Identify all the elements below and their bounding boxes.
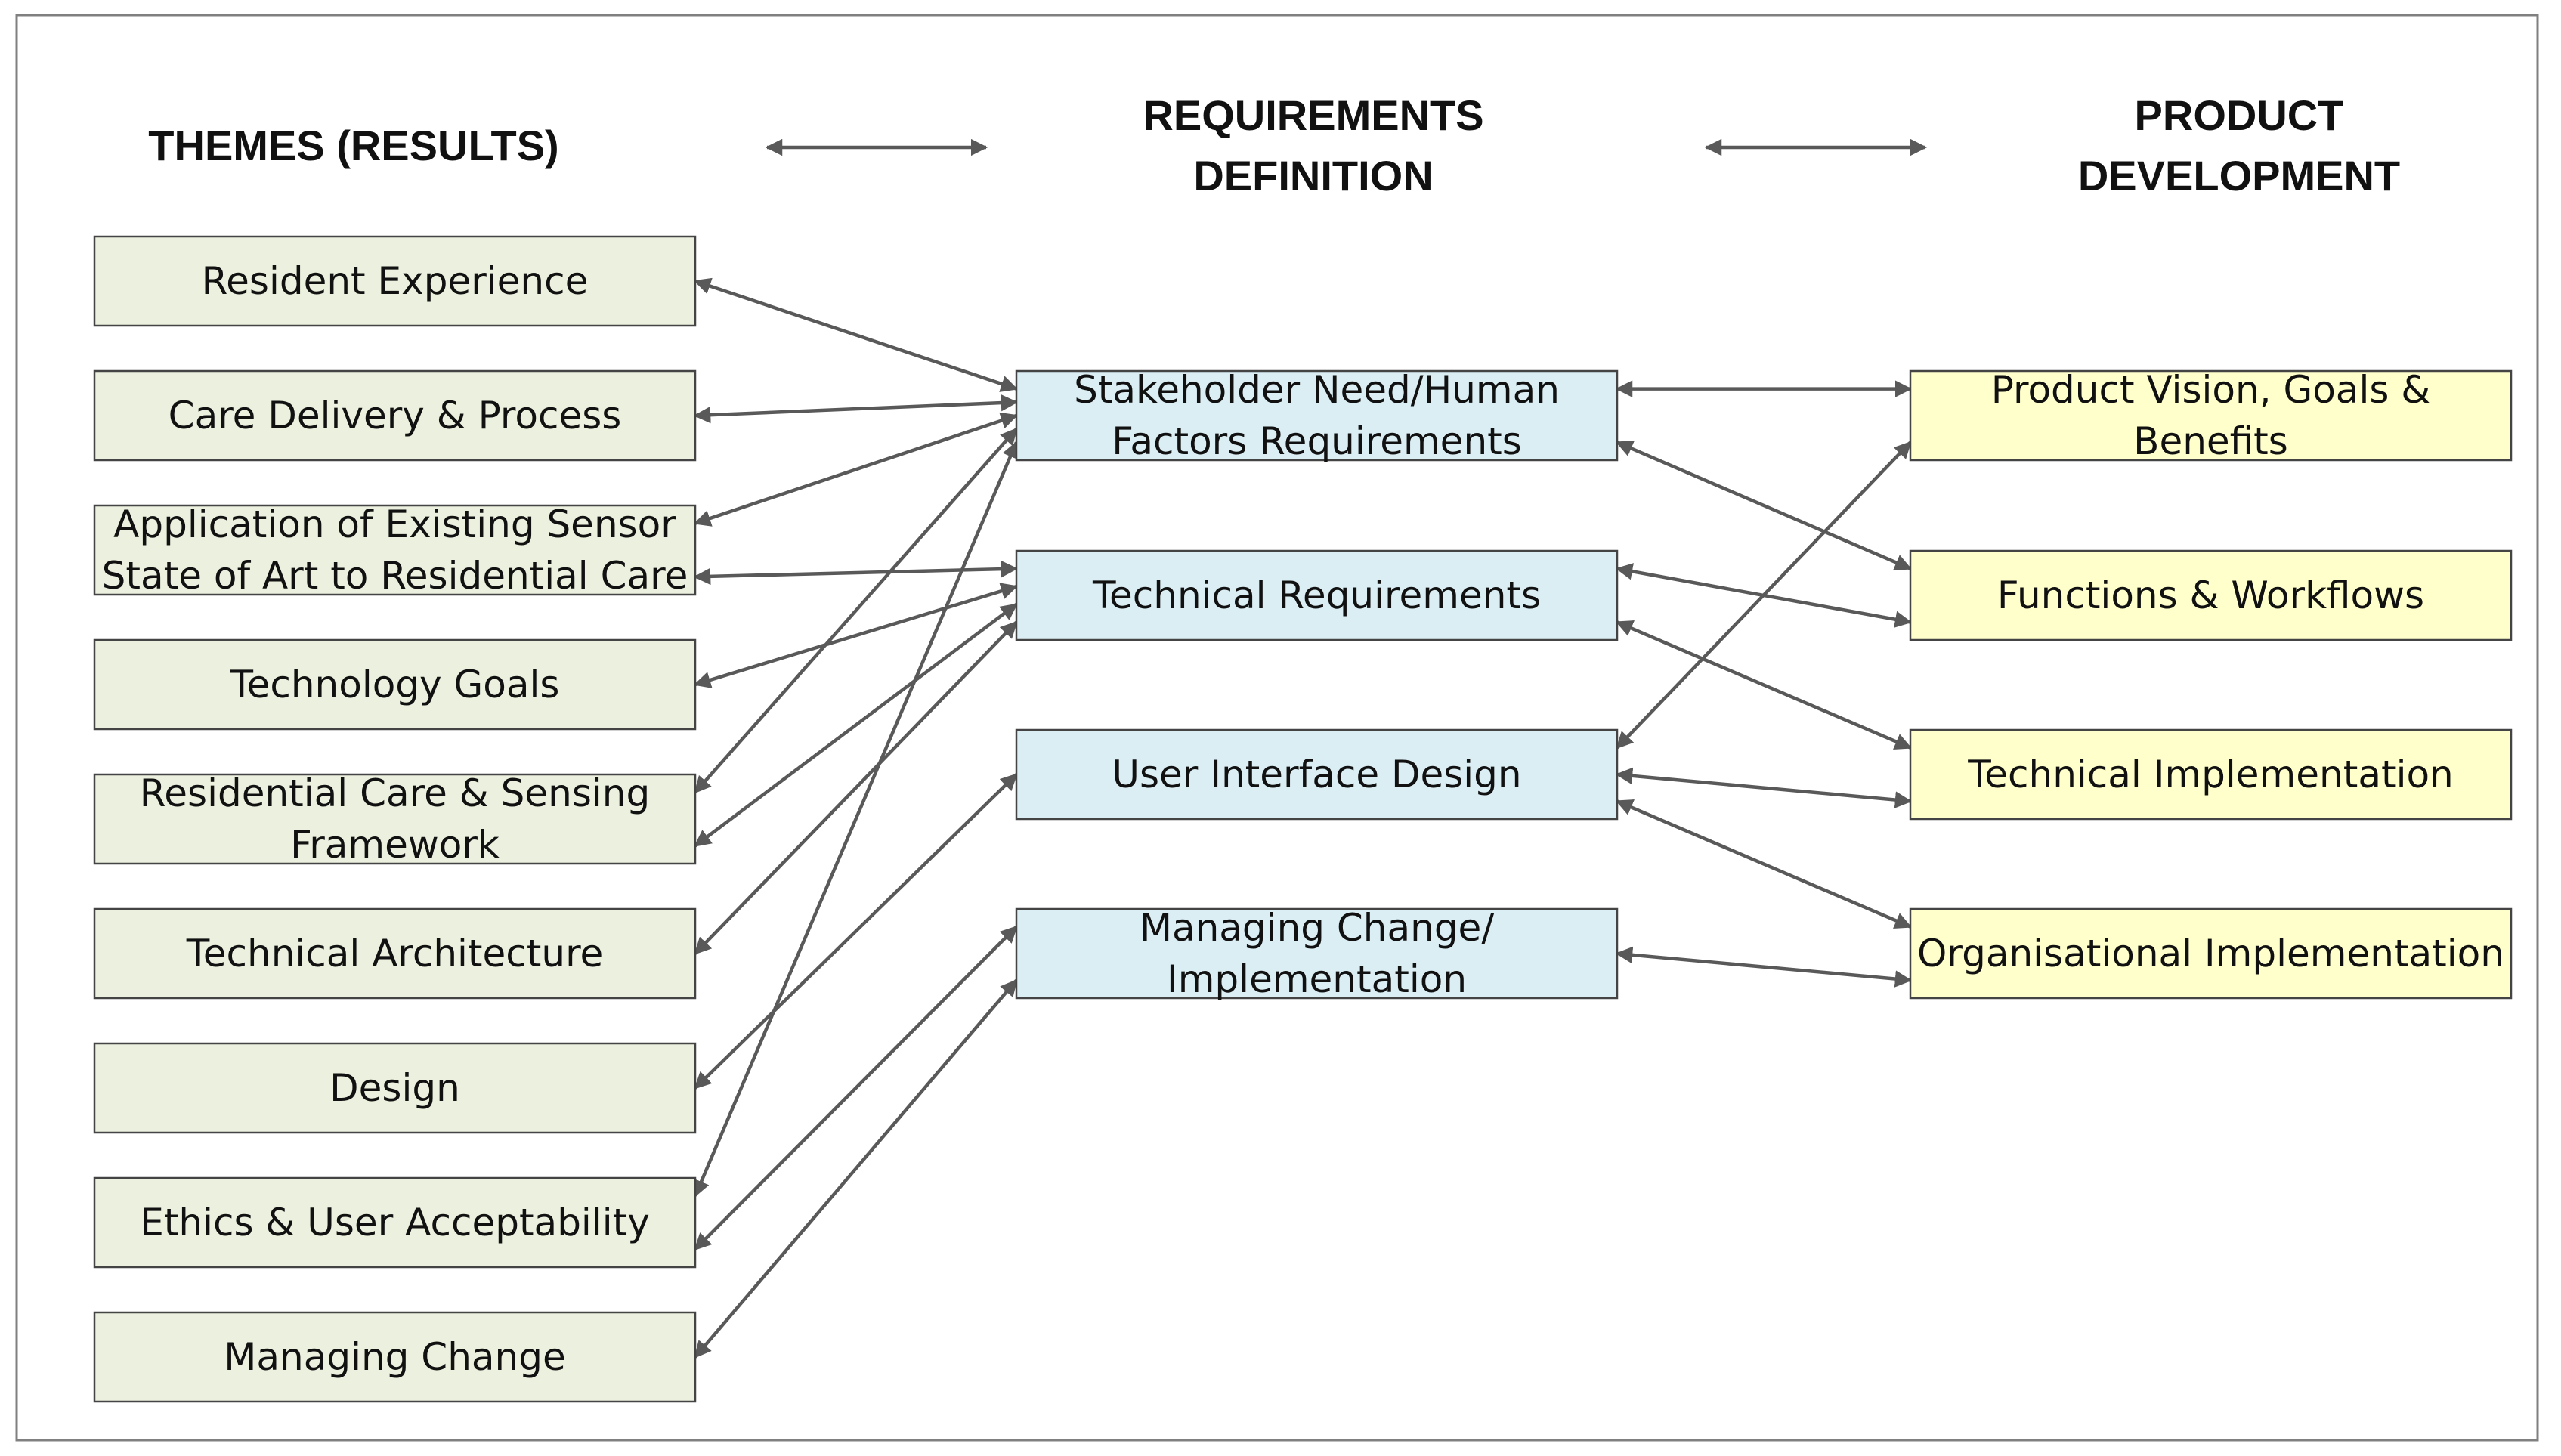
connector-user-interface-design-to-product-vision (1616, 441, 1912, 750)
themes-box-rect (93, 1042, 697, 1134)
header-product-line-2: DEVELOPMENT (2078, 152, 2400, 199)
themes-box-managing-change: Managing Change (93, 1311, 697, 1403)
product-box-label: Technical Implementation (1967, 753, 2454, 796)
themes-box-label: Technology Goals (230, 663, 560, 706)
requirements-box-technical-requirements: Technical Requirements (1015, 549, 1619, 641)
themes-box-rect (93, 504, 697, 596)
themes-box-label: Technical Architecture (186, 932, 604, 975)
requirements-box-user-interface-design: User Interface Design (1015, 728, 1619, 821)
requirements-box-rect (1015, 728, 1619, 821)
themes-box-rect (93, 1311, 697, 1403)
themes-box-rect (93, 235, 697, 327)
header-product-line-1: PRODUCT (2135, 91, 2344, 139)
themes-box-design: Design (93, 1042, 697, 1134)
requirements-box-rect (1015, 907, 1619, 1000)
header-requirements-line-1: REQUIREMENTS (1143, 91, 1483, 139)
product-box-technical-implementation: Technical Implementation (1909, 728, 2513, 821)
connector-resident-experience-to-stakeholder-need (693, 277, 1019, 392)
themes-box-label: Framework (290, 823, 500, 867)
themes-box-label: State of Art to Residential Care (102, 554, 688, 598)
requirements-box-label: Technical Requirements (1092, 573, 1541, 617)
themes-box-rect (93, 907, 697, 1000)
connector-user-interface-design-to-organisational-implementation (1615, 799, 1913, 929)
connector-managing-change-implementation-to-organisational-implementation (1615, 946, 1913, 988)
requirements-box-rect (1015, 369, 1619, 462)
themes-box-label: Application of Existing Sensor (113, 502, 676, 546)
requirements-box-label: Factors Requirements (1112, 419, 1522, 463)
themes-box-label: Managing Change (224, 1335, 566, 1379)
themes-box-label: Design (329, 1066, 460, 1110)
themes-box-label: Residential Care & Sensing (140, 771, 650, 815)
connectors (693, 277, 1913, 1359)
product-box-label: Product Vision, Goals & (1991, 368, 2431, 412)
requirements-box-label: Implementation (1167, 957, 1467, 1001)
themes-box-technology-goals: Technology Goals (93, 638, 697, 731)
connector-user-interface-design-to-technical-implementation (1615, 767, 1913, 808)
header-requirements-line-2: DEFINITION (1193, 152, 1433, 199)
requirements-box-rect (1015, 549, 1619, 641)
themes-box-rect (93, 1176, 697, 1269)
header-themes: THEMES (RESULTS) (148, 122, 558, 169)
product-box-rect (1909, 549, 2513, 641)
themes-box-label: Care Delivery & Process (169, 394, 622, 437)
themes-box-care-delivery: Care Delivery & Process (93, 369, 697, 462)
product-box-label: Organisational Implementation (1917, 932, 2504, 975)
product-box-functions-workflows: Functions & Workflows (1909, 549, 2513, 641)
product-box-rect (1909, 369, 2513, 462)
themes-box-ethics: Ethics & User Acceptability (93, 1176, 697, 1269)
requirements-box-label: Stakeholder Need/Human (1074, 368, 1560, 412)
product-box-label: Functions & Workflows (1997, 573, 2424, 617)
themes-box-rect (93, 773, 697, 865)
themes-box-label: Resident Experience (202, 259, 589, 303)
themes-box-label: Ethics & User Acceptability (140, 1201, 650, 1244)
themes-box-resident-experience: Resident Experience (93, 235, 697, 327)
themes-box-rect (93, 638, 697, 731)
product-box-rect (1909, 907, 2513, 1000)
product-box-rect (1909, 728, 2513, 821)
connector-managing-change-to-managing-change-implementation (694, 978, 1018, 1359)
requirements-box-managing-change-implementation: Managing Change/Implementation (1015, 906, 1619, 1001)
product-box-organisational-implementation: Organisational Implementation (1909, 907, 2513, 1000)
themes-box-technical-architecture: Technical Architecture (93, 907, 697, 1000)
product-box-product-vision: Product Vision, Goals & Benefits (1909, 368, 2513, 463)
themes-box-rect (93, 369, 697, 462)
requirements-box-label: User Interface Design (1112, 753, 1521, 796)
requirements-box-label: Managing Change/ (1140, 906, 1494, 950)
product-box-label: Benefits (2133, 419, 2288, 463)
